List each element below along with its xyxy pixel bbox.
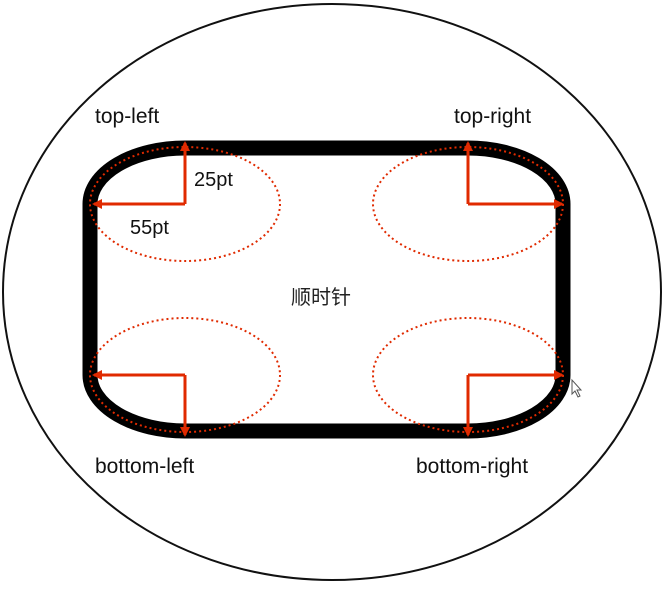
label-clockwise: 顺时针 bbox=[291, 285, 351, 309]
label-bottom-left: bottom-left bbox=[95, 455, 195, 478]
outer-ellipse bbox=[2, 3, 662, 581]
label-horizontal-radius: 55pt bbox=[130, 217, 169, 239]
label-top-left: top-left bbox=[95, 105, 160, 128]
mouse-cursor-icon bbox=[571, 378, 583, 398]
label-vertical-radius: 25pt bbox=[194, 169, 233, 191]
label-top-right: top-right bbox=[454, 105, 532, 128]
label-bottom-right: bottom-right bbox=[416, 455, 529, 478]
corner-ellipse-top-left bbox=[89, 146, 281, 262]
